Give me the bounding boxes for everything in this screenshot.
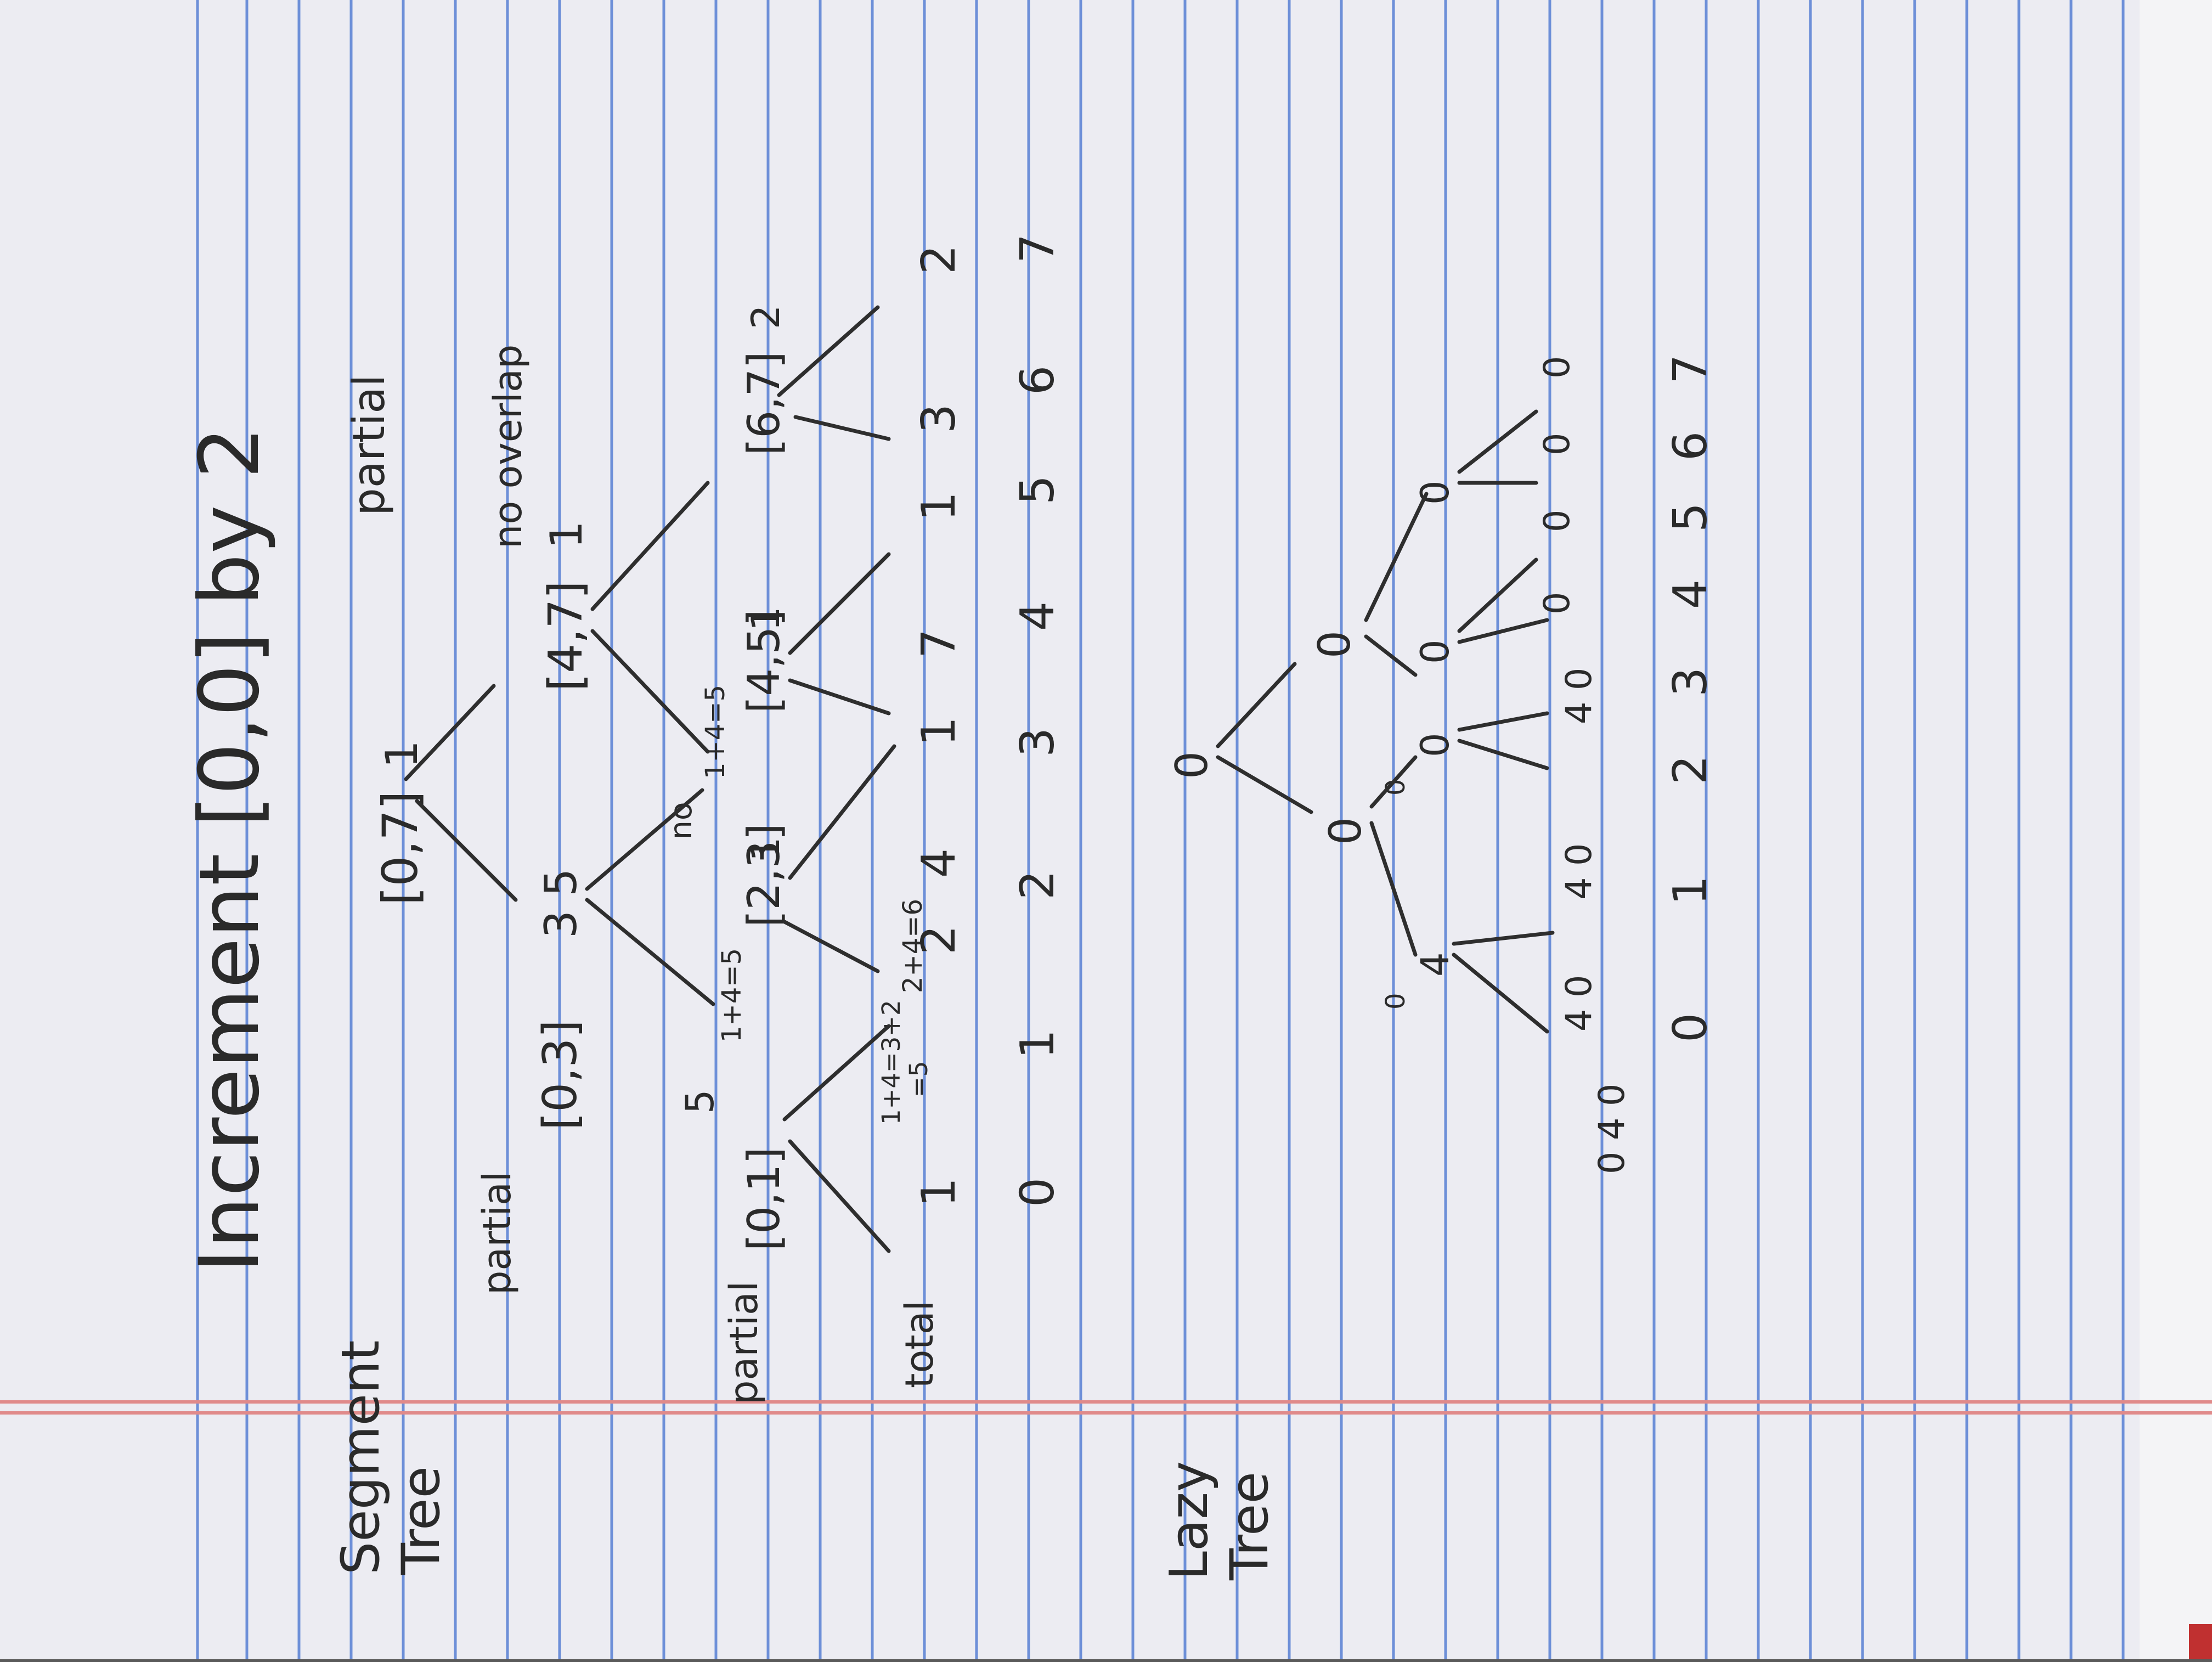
lazy-l2-3: 0 <box>1413 480 1458 505</box>
seg-leaf-0: 1 <box>912 1178 966 1207</box>
lazy-leaf-7: 0 <box>1537 356 1578 379</box>
lazy-index-3: 3 <box>1663 667 1718 697</box>
annot-partial-top: partial <box>343 374 394 516</box>
seg-rl-value: 1 <box>743 606 788 631</box>
seg-right-range: [4,7] <box>539 581 593 691</box>
lazy-tree-label: Lazy <box>1159 1461 1220 1580</box>
lazy-l1-right: 0 <box>1309 630 1360 658</box>
lazy-leaf-2: 4 0 <box>1559 843 1600 900</box>
seg-left-value: 3 5 <box>535 869 586 938</box>
lazy-leaf-6: 0 <box>1537 433 1578 455</box>
annot-calc-leaf0b: =5 <box>904 1061 933 1097</box>
seg-lr-value: 1 <box>743 837 788 861</box>
lazy-l2-1: 0 <box>1413 733 1458 757</box>
seg-leaf-5: 1 <box>912 492 966 521</box>
seg-index-6: 6 <box>1011 365 1065 395</box>
seg-leaves: 1 2 4 1 7 1 3 2 <box>912 245 966 1207</box>
annot-partial-ll: partial <box>721 1281 766 1405</box>
seg-rl-range: [4,5] <box>738 609 789 713</box>
lazy-index-6: 6 <box>1663 431 1718 461</box>
lazy-index-2: 2 <box>1663 755 1718 785</box>
lazy-index-4: 4 <box>1663 579 1718 609</box>
lazy-index-5: 5 <box>1663 503 1718 532</box>
annot-calc-rl: 1+4=5 <box>700 685 731 779</box>
lazy-indices: 0 1 2 3 4 5 6 7 <box>1663 354 1718 1043</box>
lazy-leaf-4: 0 <box>1537 592 1578 615</box>
lazy-index-0: 0 <box>1663 1013 1718 1043</box>
segment-tree-label-2: Tree <box>391 1466 452 1575</box>
seg-leaf-1: 2 <box>912 925 966 955</box>
lazy-leaf-1: 4 0 <box>1559 975 1600 1032</box>
lazy-l2-0: 4 <box>1413 952 1458 977</box>
annot-calc-leaf0: 1+4=3+2 <box>877 1000 906 1125</box>
lazy-l2-2: 0 <box>1413 639 1458 664</box>
lazy-tree-edges <box>1216 409 1555 1034</box>
seg-index-0: 0 <box>1011 1178 1065 1207</box>
seg-index-5: 5 <box>1011 475 1065 505</box>
seg-ll-range: [0,1] <box>738 1147 789 1251</box>
lazy-root: 0 <box>1166 751 1217 779</box>
page-title: Increment [0,0] by 2 <box>182 426 278 1273</box>
lazy-leaf-3: 4 0 <box>1559 668 1600 724</box>
lazy-l1-left: 0 <box>1320 817 1371 845</box>
seg-root-range: [0,7] <box>372 791 428 905</box>
margin-lines <box>0 1400 2212 1415</box>
seg-index-7: 7 <box>1011 234 1065 263</box>
seg-rr-range: [6,7] <box>738 351 789 455</box>
seg-leaf-4: 7 <box>912 629 966 658</box>
annot-no-overlap: no overlap <box>486 345 531 549</box>
seg-index-1: 1 <box>1011 1029 1065 1059</box>
seg-tree-edges <box>404 305 896 1253</box>
lazy-index-1: 1 <box>1663 876 1718 905</box>
lazy-l2-pre-0: 0 <box>1380 993 1411 1010</box>
lazy-leaf-5: 0 <box>1537 510 1578 532</box>
seg-indices: 0 1 2 3 4 5 6 7 <box>1011 234 1065 1207</box>
annot-total: total <box>897 1300 942 1388</box>
seg-rr-value: 2 <box>743 305 788 329</box>
lazy-index-7: 7 <box>1663 354 1718 384</box>
seg-leaf-7: 2 <box>912 245 966 274</box>
seg-index-4: 4 <box>1011 601 1065 631</box>
segment-tree-label: Segment <box>331 1340 391 1575</box>
lazy-tree-label-2: Tree <box>1220 1472 1280 1581</box>
seg-lr-range: [2,3] <box>738 823 789 927</box>
seg-right-value: 1 <box>541 521 592 549</box>
lazy-leaves: 0 4 0 4 0 4 0 4 0 0 0 0 0 <box>1537 356 1633 1174</box>
lazy-leaf-0: 0 4 0 <box>1592 1084 1633 1174</box>
annot-calc-ll: 1+4=5 <box>716 948 747 1043</box>
seg-index-3: 3 <box>1011 728 1065 757</box>
annot-partial-left: partial <box>475 1171 520 1295</box>
ruled-lines <box>196 0 2125 1659</box>
seg-leaf-2: 4 <box>912 848 966 878</box>
seg-ll-value: 5 <box>678 1089 723 1114</box>
seg-leaf-6: 3 <box>912 404 966 433</box>
seg-left-range: [0,3] <box>533 1019 588 1130</box>
annot-calc-leaf1: 2+4=6 <box>898 899 928 993</box>
seg-index-2: 2 <box>1011 870 1065 900</box>
seg-leaf-3: 1 <box>912 717 966 746</box>
